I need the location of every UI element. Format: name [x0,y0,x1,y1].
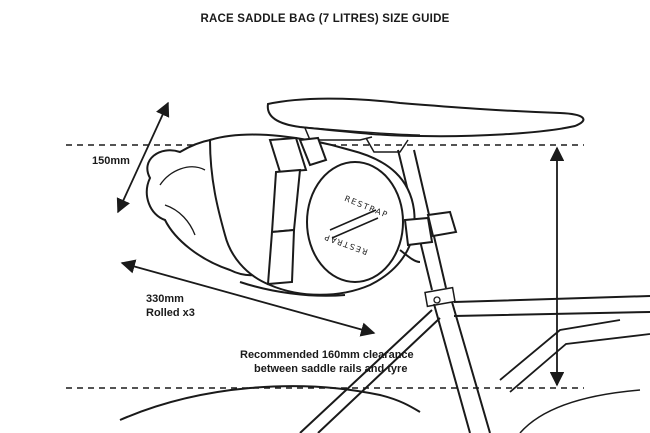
length-arrow [120,259,376,337]
length-label: 330mm [146,293,184,305]
height-label: 150mm [92,155,130,167]
saddle [266,97,585,138]
saddle-bag [145,133,458,297]
top-tube [453,295,650,317]
page-title: RACE SADDLE BAG (7 LITRES) SIZE GUIDE [200,13,450,25]
seat-tube [433,301,491,433]
seat-clamp [424,286,456,308]
rear-tyre [119,385,421,421]
length-note: Rolled x3 [146,307,195,319]
height-arrow [116,101,170,214]
seat-stays [299,309,441,433]
clearance-label-line2: between saddle rails and tyre [254,363,408,375]
clearance-label-line1: Recommended 160mm clearance [240,349,414,361]
